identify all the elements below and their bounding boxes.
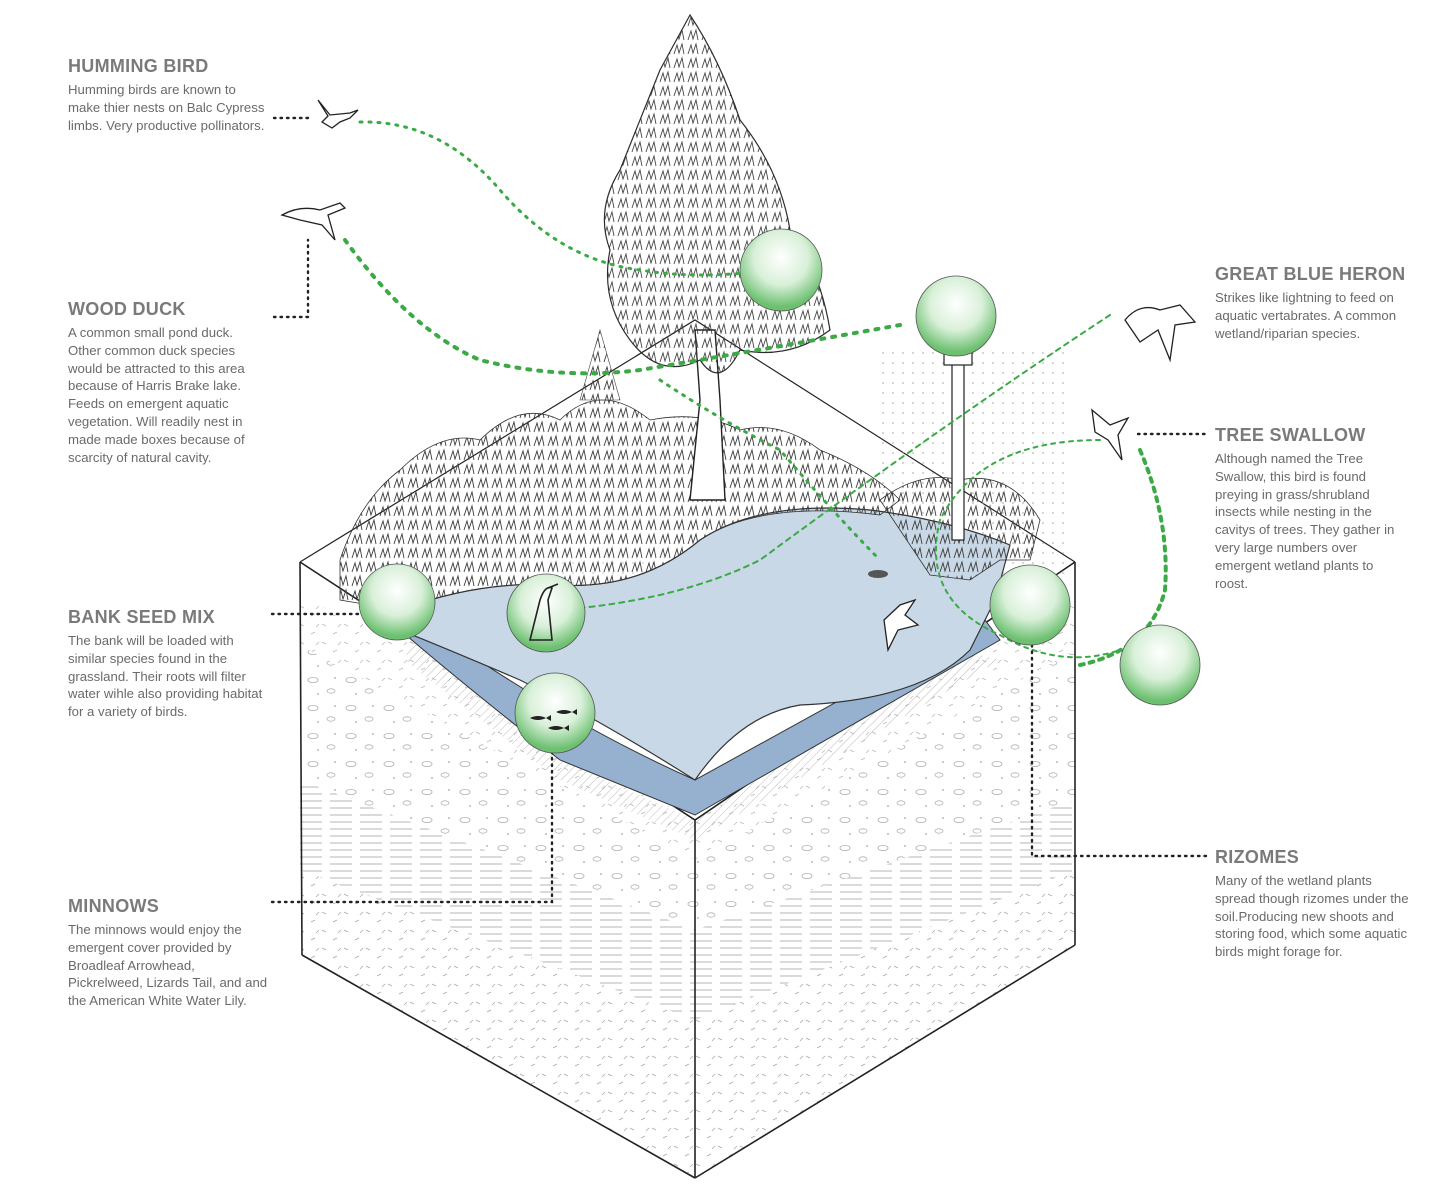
label-great-blue-heron: GREAT BLUE HERON Strikes like lightning … <box>1215 264 1425 342</box>
bubble-nest-box <box>915 275 997 357</box>
label-bank-seed-mix: BANK SEED MIX The bank will be loaded wi… <box>68 607 278 721</box>
label-text: A common small pond duck. Other common d… <box>68 325 245 465</box>
habitat-bubbles <box>358 228 1201 754</box>
label-text: Humming birds are known to make thier ne… <box>68 82 265 133</box>
label-title: MINNOWS <box>68 896 160 916</box>
label-text: Many of the wetland plants spread though… <box>1215 873 1409 960</box>
label-wood-duck: WOOD DUCK A common small pond duck. Othe… <box>68 299 278 466</box>
label-text: Although named the Tree Swallow, this bi… <box>1215 451 1395 591</box>
label-text: The bank will be loaded with similar spe… <box>68 633 263 720</box>
label-rizomes: RIZOMES Many of the wetland plants sprea… <box>1215 847 1425 961</box>
heron-icon <box>528 583 559 641</box>
label-title: GREAT BLUE HERON <box>1215 264 1406 284</box>
minnow-icons <box>530 709 577 731</box>
leader-minnows <box>270 748 554 904</box>
bubble-bank-seed <box>358 563 436 641</box>
bubble-tree-swallow <box>1119 624 1201 706</box>
wood-duck-icon <box>280 202 347 241</box>
great-blue-heron-icon <box>1124 304 1197 363</box>
bird-icons <box>280 99 1197 653</box>
leader-lines <box>270 116 1208 904</box>
label-title: HUMMING BIRD <box>68 56 209 76</box>
label-tree-swallow: TREE SWALLOW Although named the Tree Swa… <box>1215 425 1425 592</box>
leader-wood-duck <box>272 238 310 319</box>
label-humming-bird: HUMMING BIRD Humming birds are known to … <box>68 56 278 134</box>
tree-swallow-icon <box>1091 408 1130 461</box>
bubble-rizomes <box>989 564 1071 646</box>
swallow-flying-icon <box>883 598 920 653</box>
humming-bird-icon <box>317 99 359 129</box>
shrub-band <box>339 328 1041 611</box>
label-text: The minnows would enjoy the emergent cov… <box>68 922 268 1009</box>
leader-rizomes <box>1030 638 1208 858</box>
label-title: RIZOMES <box>1215 847 1300 867</box>
bubble-minnows <box>514 672 596 754</box>
bubble-humming-bird <box>739 228 823 312</box>
bubble-heron <box>506 573 586 653</box>
habitat-connections <box>343 120 1168 667</box>
label-title: TREE SWALLOW <box>1215 425 1366 445</box>
label-minnows: MINNOWS The minnows would enjoy the emer… <box>68 896 278 1010</box>
label-title: BANK SEED MIX <box>68 607 215 627</box>
label-title: WOOD DUCK <box>68 299 186 319</box>
label-text: Strikes like lightning to feed on aquati… <box>1215 290 1397 341</box>
soil-block <box>299 319 1076 1179</box>
